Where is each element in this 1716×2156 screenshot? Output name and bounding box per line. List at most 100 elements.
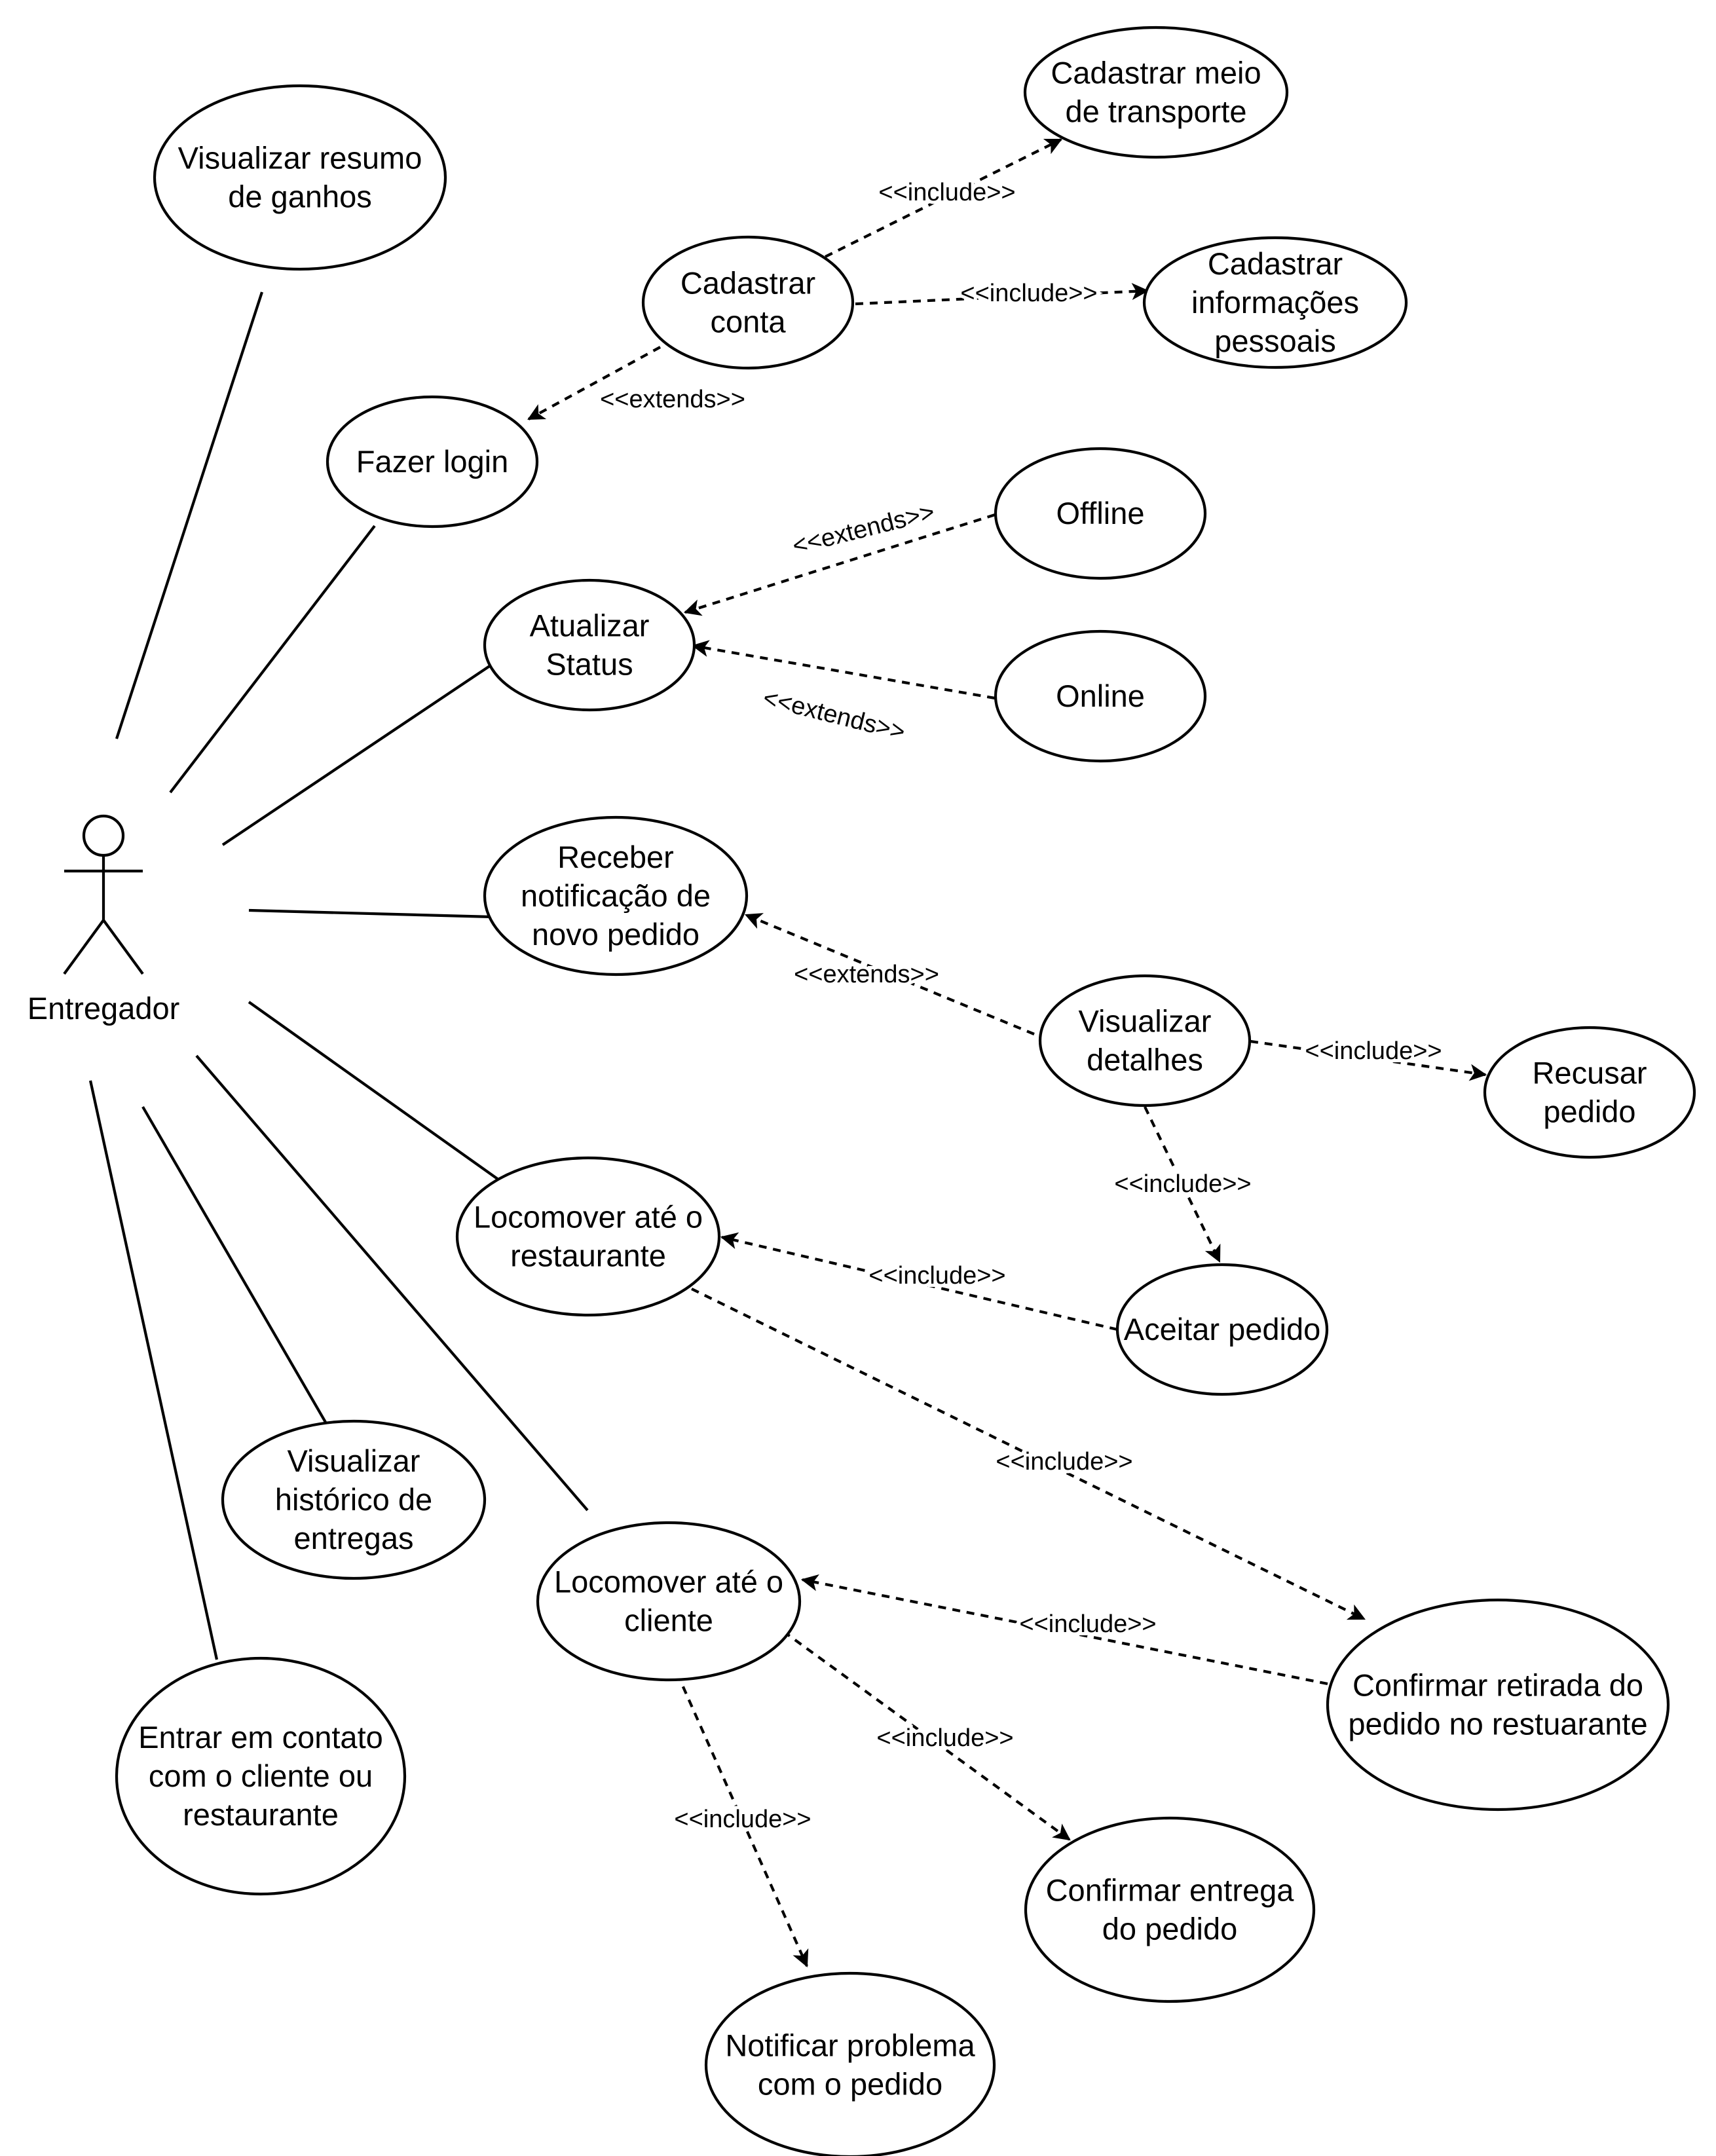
use-case-confirmar-entrega[interactable]: Confirmar entrega do pedido xyxy=(1024,1816,1316,2003)
use-case-ellipse xyxy=(483,815,749,976)
use-case-ellipse xyxy=(221,1419,487,1580)
extends-offline-status-arrow xyxy=(683,513,996,616)
include-retirada-cliente-arrow xyxy=(800,1574,1328,1686)
actor-name: Entregador xyxy=(28,991,180,1026)
use-case-label: do pedido xyxy=(1102,1912,1237,1946)
association-line-receber-notificacao xyxy=(248,908,493,919)
use-case-recusar-pedido[interactable]: Recusar pedido xyxy=(1483,1026,1696,1159)
use-case-label: de ganhos xyxy=(228,179,372,214)
use-case-cadastrar-informacoes-pessoais[interactable]: Cadastrar informações pessoais xyxy=(1142,236,1408,369)
association-line-entrar-contato xyxy=(88,1080,219,1660)
include-conta-info-arrow xyxy=(855,283,1149,306)
use-case-ellipse xyxy=(455,1156,721,1317)
include-detalhes-recusar-label: <<include>> xyxy=(1305,1037,1442,1065)
association-line-resumo-ganhos xyxy=(115,291,263,739)
use-case-ellipse xyxy=(994,447,1207,580)
use-case-ellipse xyxy=(1023,26,1289,159)
use-case-label: Locomover até o xyxy=(554,1565,783,1599)
association-line-loc-restaurante xyxy=(248,1001,504,1184)
use-case-fazer-login[interactable]: Fazer login xyxy=(326,395,539,529)
use-case-label: cliente xyxy=(624,1603,713,1638)
use-case-label: restaurante xyxy=(183,1797,339,1832)
use-case-ellipse xyxy=(153,84,447,271)
use-case-label: entregas xyxy=(294,1521,414,1555)
use-case-label: pedido xyxy=(1543,1094,1635,1129)
extends-offline-status-label: <<extends>> xyxy=(790,498,937,560)
use-case-ellipse xyxy=(1038,974,1252,1107)
use-case-ellipse xyxy=(1326,1598,1670,1812)
include-conta-info-label: <<include>> xyxy=(960,280,1097,307)
use-case-label: Atualizar xyxy=(530,608,650,643)
use-case-label: conta xyxy=(711,305,787,339)
extends-conta-login-label: <<extends>> xyxy=(600,386,745,413)
use-case-aceitar-pedido[interactable]: Aceitar pedido xyxy=(1115,1263,1329,1396)
include-detalhes-aceitar-label: <<include>> xyxy=(1114,1170,1251,1198)
use-case-visualizar-detalhes[interactable]: Visualizar detalhes xyxy=(1038,974,1252,1107)
use-case-label: detalhes xyxy=(1087,1043,1203,1077)
use-case-label: novo pedido xyxy=(532,917,699,952)
use-case-label: Online xyxy=(1056,678,1145,713)
use-case-ellipse xyxy=(704,1971,996,2156)
use-case-label: informações xyxy=(1191,285,1359,320)
include-cliente-problema-arrow xyxy=(670,1660,809,1967)
actor-head xyxy=(82,814,125,857)
use-case-label: de transporte xyxy=(1066,94,1247,129)
use-case-locomover-ate-cliente[interactable]: Locomover até o cliente xyxy=(536,1521,802,1682)
use-case-label: Aceitar pedido xyxy=(1124,1312,1320,1347)
use-case-label: Recusar xyxy=(1532,1056,1647,1090)
include-retirada-cliente-label: <<include>> xyxy=(1019,1610,1156,1638)
extends-detalhes-notificacao-arrow xyxy=(744,913,1035,1035)
use-case-label: Cadastrar meio xyxy=(1051,56,1261,90)
include-cliente-entrega-arrow xyxy=(782,1630,1071,1841)
use-case-ellipse xyxy=(1483,1026,1696,1159)
actor-left-leg xyxy=(63,919,105,975)
include-cliente-entrega-label: <<include>> xyxy=(876,1724,1013,1752)
use-case-label: Visualizar resumo xyxy=(178,141,422,176)
use-case-label: pedido no restuarante xyxy=(1348,1707,1647,1741)
use-case-ellipse xyxy=(1142,236,1408,369)
use-case-ellipse xyxy=(1024,1816,1316,2003)
association-line-atualizar-status xyxy=(221,663,494,846)
include-detalhes-recusar-arrow xyxy=(1250,1039,1487,1081)
include-restaurante-retirada-label: <<include>> xyxy=(996,1448,1132,1476)
include-conta-transporte-label: <<include>> xyxy=(878,179,1015,206)
use-case-label: Offline xyxy=(1056,496,1145,530)
actor-entregador[interactable]: Entregador xyxy=(28,814,180,1026)
use-case-ellipse xyxy=(483,578,696,712)
use-case-label: Visualizar xyxy=(288,1443,420,1478)
association-line-loc-cliente xyxy=(195,1054,589,1512)
use-case-label: Cadastrar xyxy=(1208,246,1343,281)
use-case-label: pessoais xyxy=(1214,324,1336,358)
use-case-ellipse xyxy=(641,235,855,370)
include-aceitar-restaurante-label: <<include>> xyxy=(868,1262,1005,1290)
use-case-label: Notificar problema xyxy=(725,2028,975,2063)
use-case-ellipse xyxy=(326,395,539,529)
use-case-cadastrar-meio-de-transporte[interactable]: Cadastrar meio de transporte xyxy=(1023,26,1289,159)
extends-conta-login-arrow xyxy=(527,346,662,420)
association-line-hist-entregas xyxy=(141,1106,328,1426)
use-case-label: notificação de xyxy=(521,878,711,913)
use-case-online[interactable]: Online xyxy=(994,629,1207,763)
extends-online-status-arrow xyxy=(691,640,996,700)
include-cliente-problema-label: <<include>> xyxy=(674,1806,811,1833)
use-case-label: Entrar em contato xyxy=(138,1720,383,1755)
use-case-label: Confirmar entrega xyxy=(1046,1873,1295,1908)
use-case-ellipse xyxy=(536,1521,802,1682)
use-case-ellipse xyxy=(1115,1263,1329,1396)
use-case-label: Locomover até o xyxy=(474,1200,703,1235)
use-case-label: Fazer login xyxy=(356,444,509,479)
use-case-offline[interactable]: Offline xyxy=(994,447,1207,580)
use-case-label: Visualizar xyxy=(1079,1004,1212,1039)
use-case-ellipse xyxy=(994,629,1207,763)
use-case-label: com o cliente ou xyxy=(149,1758,373,1793)
include-restaurante-retirada-arrow xyxy=(691,1288,1366,1620)
